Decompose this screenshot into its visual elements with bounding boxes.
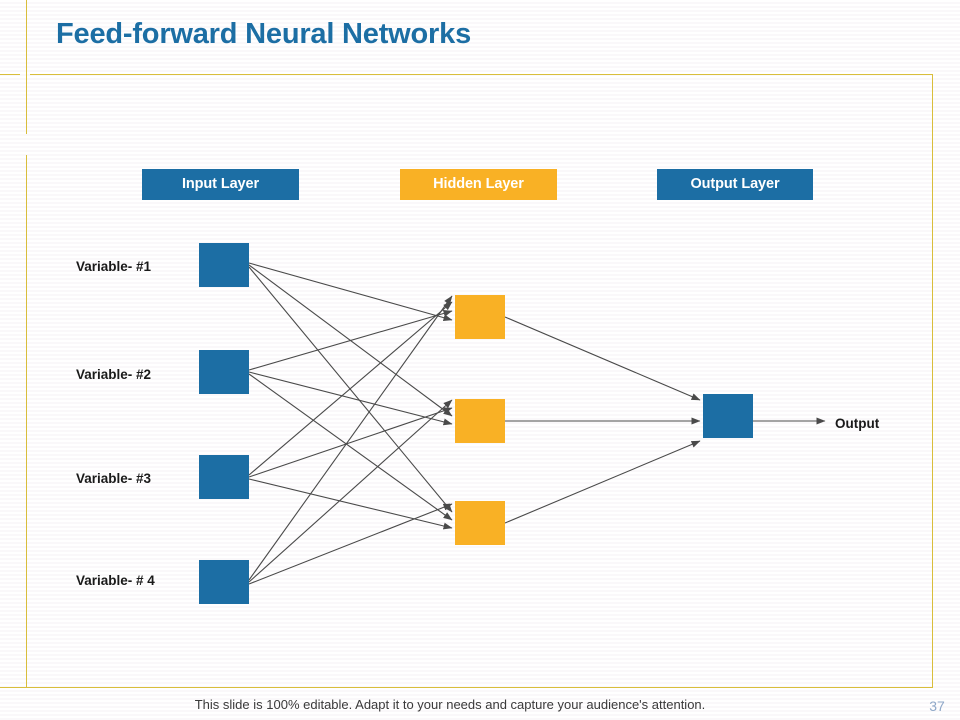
input-node-2[interactable]	[199, 350, 249, 394]
input-node-label-4: Variable- # 4	[76, 573, 155, 588]
layer-pill-input: Input Layer	[142, 169, 299, 200]
input-node-1[interactable]	[199, 243, 249, 287]
output-node-1[interactable]	[703, 394, 753, 438]
page-title: Feed-forward Neural Networks	[56, 18, 471, 50]
input-node-label-3: Variable- #3	[76, 471, 152, 486]
hidden-node-3[interactable]	[455, 501, 505, 545]
frame-left-lower-line	[26, 155, 27, 688]
frame-top-left-stub	[0, 74, 20, 75]
input-node-3[interactable]	[199, 455, 249, 499]
page-number: 37	[929, 698, 945, 714]
input-node-label-2: Variable- #2	[76, 367, 152, 382]
layer-pill-hidden: Hidden Layer	[400, 169, 557, 200]
input-node-label-1: Variable- #1	[76, 259, 152, 274]
hidden-node-1[interactable]	[455, 295, 505, 339]
layer-pill-output: Output Layer	[657, 169, 813, 200]
footer-note: This slide is 100% editable. Adapt it to…	[194, 697, 706, 712]
hidden-node-2[interactable]	[455, 399, 505, 443]
frame-right-line	[932, 74, 933, 688]
frame-bottom-line	[0, 687, 932, 688]
input-node-4[interactable]	[199, 560, 249, 604]
output-node-label: Output	[835, 416, 880, 431]
frame-top-line	[30, 74, 932, 75]
frame-left-upper-line	[26, 0, 27, 134]
